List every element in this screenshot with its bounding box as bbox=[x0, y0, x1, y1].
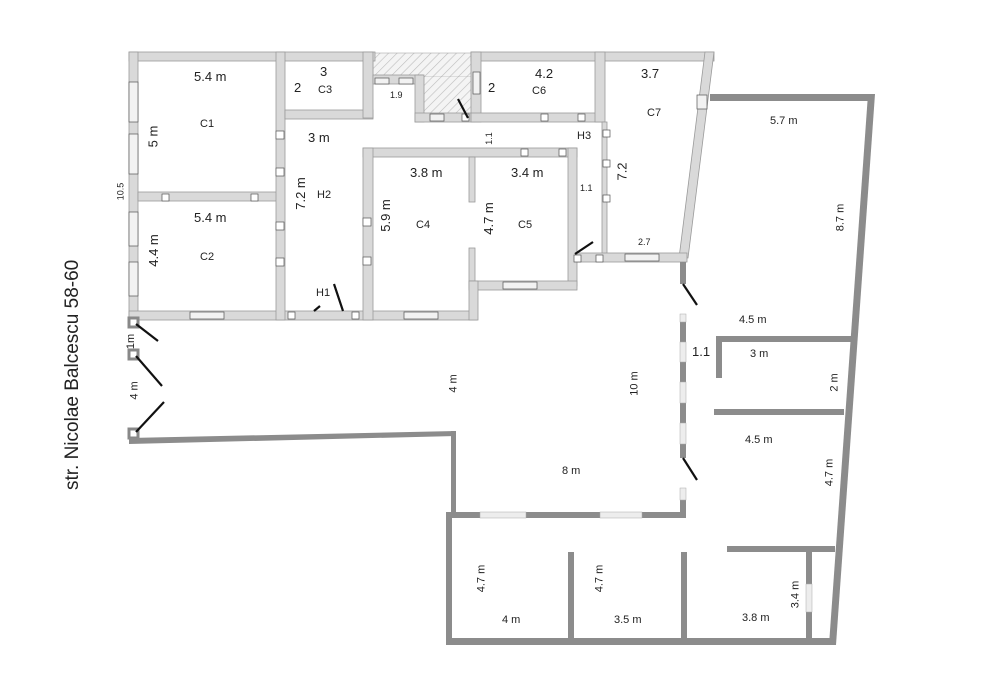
east-room-height: 8.7 m bbox=[834, 203, 847, 232]
c2-width: 5.4 m bbox=[194, 210, 227, 225]
bottom-room-3-width: 3.8 m bbox=[742, 612, 770, 624]
h3-side: 1.1 bbox=[580, 183, 593, 193]
c2-name: C2 bbox=[200, 251, 215, 263]
h2-height: 7.2 m bbox=[292, 177, 308, 210]
east-room-width: 5.7 m bbox=[770, 115, 798, 127]
yard-height: 4 m bbox=[447, 374, 460, 393]
bottom-room-3-height: 3.4 m bbox=[789, 580, 802, 609]
old-building-walls bbox=[128, 51, 715, 321]
stair-width: 1.9 bbox=[390, 90, 403, 100]
c3-height: 2 bbox=[294, 80, 302, 95]
small-room-height: 2 m bbox=[828, 373, 841, 392]
c4-height: 5.9 m bbox=[377, 199, 393, 232]
c1-name: C1 bbox=[200, 118, 215, 130]
mid-room-height: 4.7 m bbox=[823, 458, 836, 487]
bottom-room-1-width: 4 m bbox=[502, 614, 521, 626]
c2-height: 4.4 m bbox=[145, 234, 161, 267]
left-total: 10.5 bbox=[115, 182, 126, 201]
c6-height: 2 bbox=[488, 80, 496, 95]
corridor-gap: 1.1 bbox=[692, 344, 711, 359]
c7-name: C7 bbox=[647, 107, 662, 119]
hall-height: 10 m bbox=[628, 371, 641, 396]
door-swings bbox=[135, 98, 698, 481]
extension-walls bbox=[129, 94, 875, 645]
small-room-width: 3 m bbox=[750, 348, 769, 360]
h2-name: H2 bbox=[317, 189, 332, 201]
extension-windows bbox=[479, 313, 813, 613]
bottom-room-2-width: 3.5 m bbox=[614, 614, 642, 626]
east-room-bottom: 4.5 m bbox=[739, 314, 767, 326]
door-jambs bbox=[127, 113, 611, 440]
gate-large: 4 m bbox=[128, 381, 141, 400]
c5-height: 4.7 m bbox=[480, 202, 496, 235]
c5-width: 3.4 m bbox=[511, 165, 544, 180]
windows bbox=[128, 71, 708, 320]
hall-width: 8 m bbox=[562, 465, 581, 477]
bottom-room-2-height: 4.7 m bbox=[593, 564, 606, 593]
c7-bottom: 2.7 bbox=[638, 237, 651, 247]
c4-name: C4 bbox=[416, 219, 431, 231]
mid-room-width: 4.5 m bbox=[745, 434, 773, 446]
street-label: str. Nicolae Balcescu 58-60 bbox=[62, 259, 83, 490]
c6-name: C6 bbox=[532, 85, 547, 97]
c3-name: C3 bbox=[318, 84, 333, 96]
bottom-room-1-height: 4.7 m bbox=[475, 564, 488, 593]
c7-width: 3.7 bbox=[641, 66, 660, 81]
c4-width: 3.8 m bbox=[410, 165, 443, 180]
h1-name: H1 bbox=[316, 287, 331, 299]
c6-width: 4.2 bbox=[535, 66, 554, 81]
c3-width: 3 bbox=[320, 64, 328, 79]
h3-name: H3 bbox=[577, 130, 592, 142]
c7-height: 7.2 bbox=[614, 162, 630, 181]
stairwell-hatch bbox=[372, 52, 474, 78]
c1-height: 5 m bbox=[145, 125, 161, 148]
c5-name: C5 bbox=[518, 219, 533, 231]
h2-width: 3 m bbox=[308, 130, 330, 145]
c1-width: 5.4 m bbox=[194, 69, 227, 84]
h3-width: 1.1 bbox=[483, 132, 494, 145]
gate-small: 1m bbox=[125, 333, 138, 350]
